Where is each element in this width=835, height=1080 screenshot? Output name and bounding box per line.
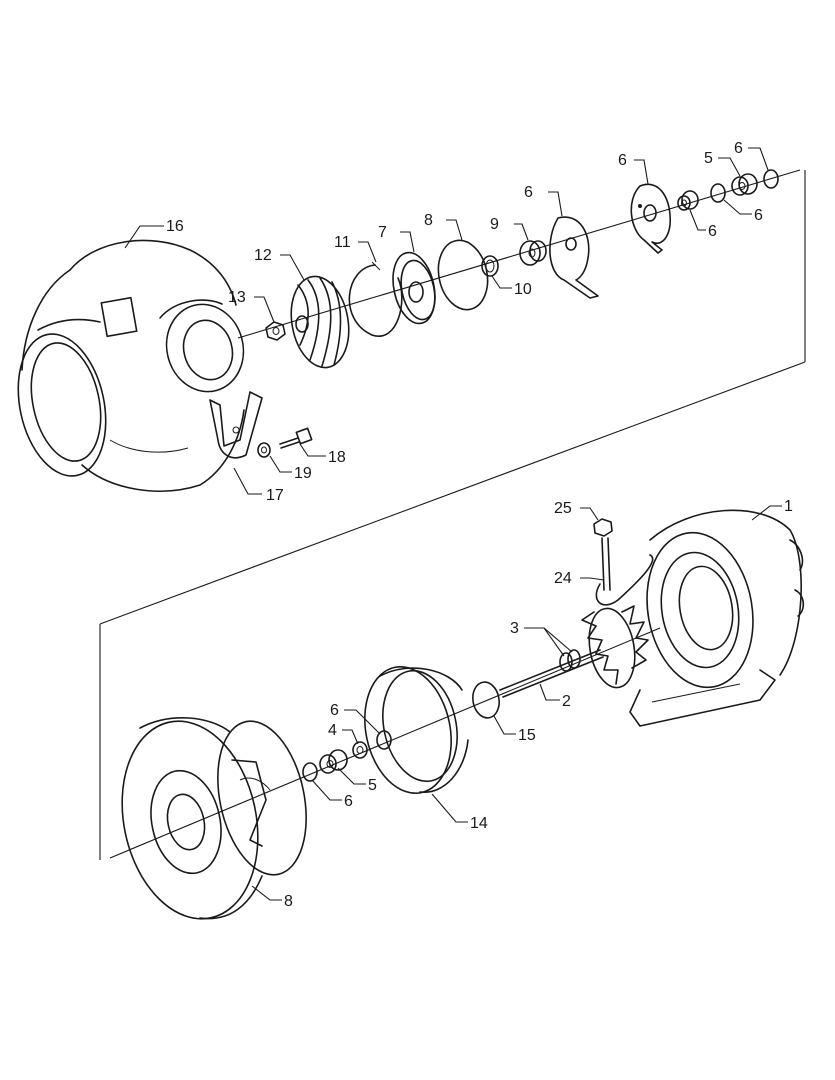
piston-ring <box>481 255 499 277</box>
clamp-stud <box>595 537 654 606</box>
callout-3: 3 <box>510 620 519 637</box>
callout-15: 11 <box>334 234 351 251</box>
seal-ring <box>472 681 500 719</box>
callout-6-upper-right: 6 <box>734 140 743 157</box>
callout-4: 4 <box>328 722 337 739</box>
turbine-wheel-shaft <box>499 605 649 698</box>
callout-6-upper-middle: 6 <box>754 207 763 224</box>
bearing-sleeve <box>677 190 699 211</box>
callout-12: 8 <box>424 212 433 229</box>
compressor-housing <box>17 239 245 492</box>
journal-bearing <box>731 173 758 196</box>
heat-shield <box>364 665 469 795</box>
snap-ring <box>348 261 403 337</box>
upper-shaft-axis <box>237 169 801 339</box>
journal-bearing <box>319 749 348 774</box>
thrust-bearing <box>549 216 599 299</box>
callout-6-lower: 6 <box>344 793 353 810</box>
callout-16: 12 <box>254 247 272 264</box>
center-housing <box>121 717 307 920</box>
callout-22: 18 <box>328 449 346 466</box>
callout-1: 1 <box>784 498 793 515</box>
lower-shaft-axis <box>109 627 661 859</box>
callout-20: 16 <box>166 218 184 235</box>
callout-21: 17 <box>266 487 284 504</box>
callout-9: 6 <box>708 223 717 240</box>
thrust-washer <box>352 741 368 759</box>
lock-nut <box>265 321 286 341</box>
callout-17: 13 <box>228 289 246 306</box>
callout-7: 8 <box>284 893 293 910</box>
retaining-ring <box>376 730 392 750</box>
callout-23: 19 <box>294 465 312 482</box>
mounting-bracket <box>209 391 263 459</box>
washer <box>257 442 271 458</box>
callout-2: 2 <box>562 693 571 710</box>
oil-deflector <box>630 183 671 254</box>
callout-18: 14 <box>470 815 488 832</box>
bolt <box>279 427 313 449</box>
retaining-ring <box>302 762 318 782</box>
callout-10: 6 <box>524 184 533 201</box>
callout-14: 10 <box>514 281 532 298</box>
retaining-ring <box>763 169 779 189</box>
leader-lines <box>124 147 782 901</box>
callout-24: 24 <box>554 570 572 587</box>
callout-25: 25 <box>554 500 572 517</box>
o-ring <box>437 239 489 311</box>
assembly-frame <box>99 170 806 860</box>
callout-19: 15 <box>518 727 536 744</box>
callout-11: 7 <box>378 224 387 241</box>
compressor-insert <box>392 251 436 325</box>
thrust-collar <box>519 240 547 266</box>
callout-6-lower-upper: 6 <box>330 702 339 719</box>
retaining-ring <box>710 183 726 203</box>
callout-13: 9 <box>490 216 499 233</box>
callout-8: 6 <box>618 152 627 169</box>
callout-5-upper: 5 <box>704 150 713 167</box>
compressor-wheel <box>290 275 350 369</box>
callout-5-lower: 5 <box>368 777 377 794</box>
turbine-housing <box>629 509 805 727</box>
hex-nut <box>593 518 613 537</box>
callout-labels: 16 17 18 19 13 12 11 7 8 9 10 6 6 6 5 6 … <box>166 140 793 910</box>
